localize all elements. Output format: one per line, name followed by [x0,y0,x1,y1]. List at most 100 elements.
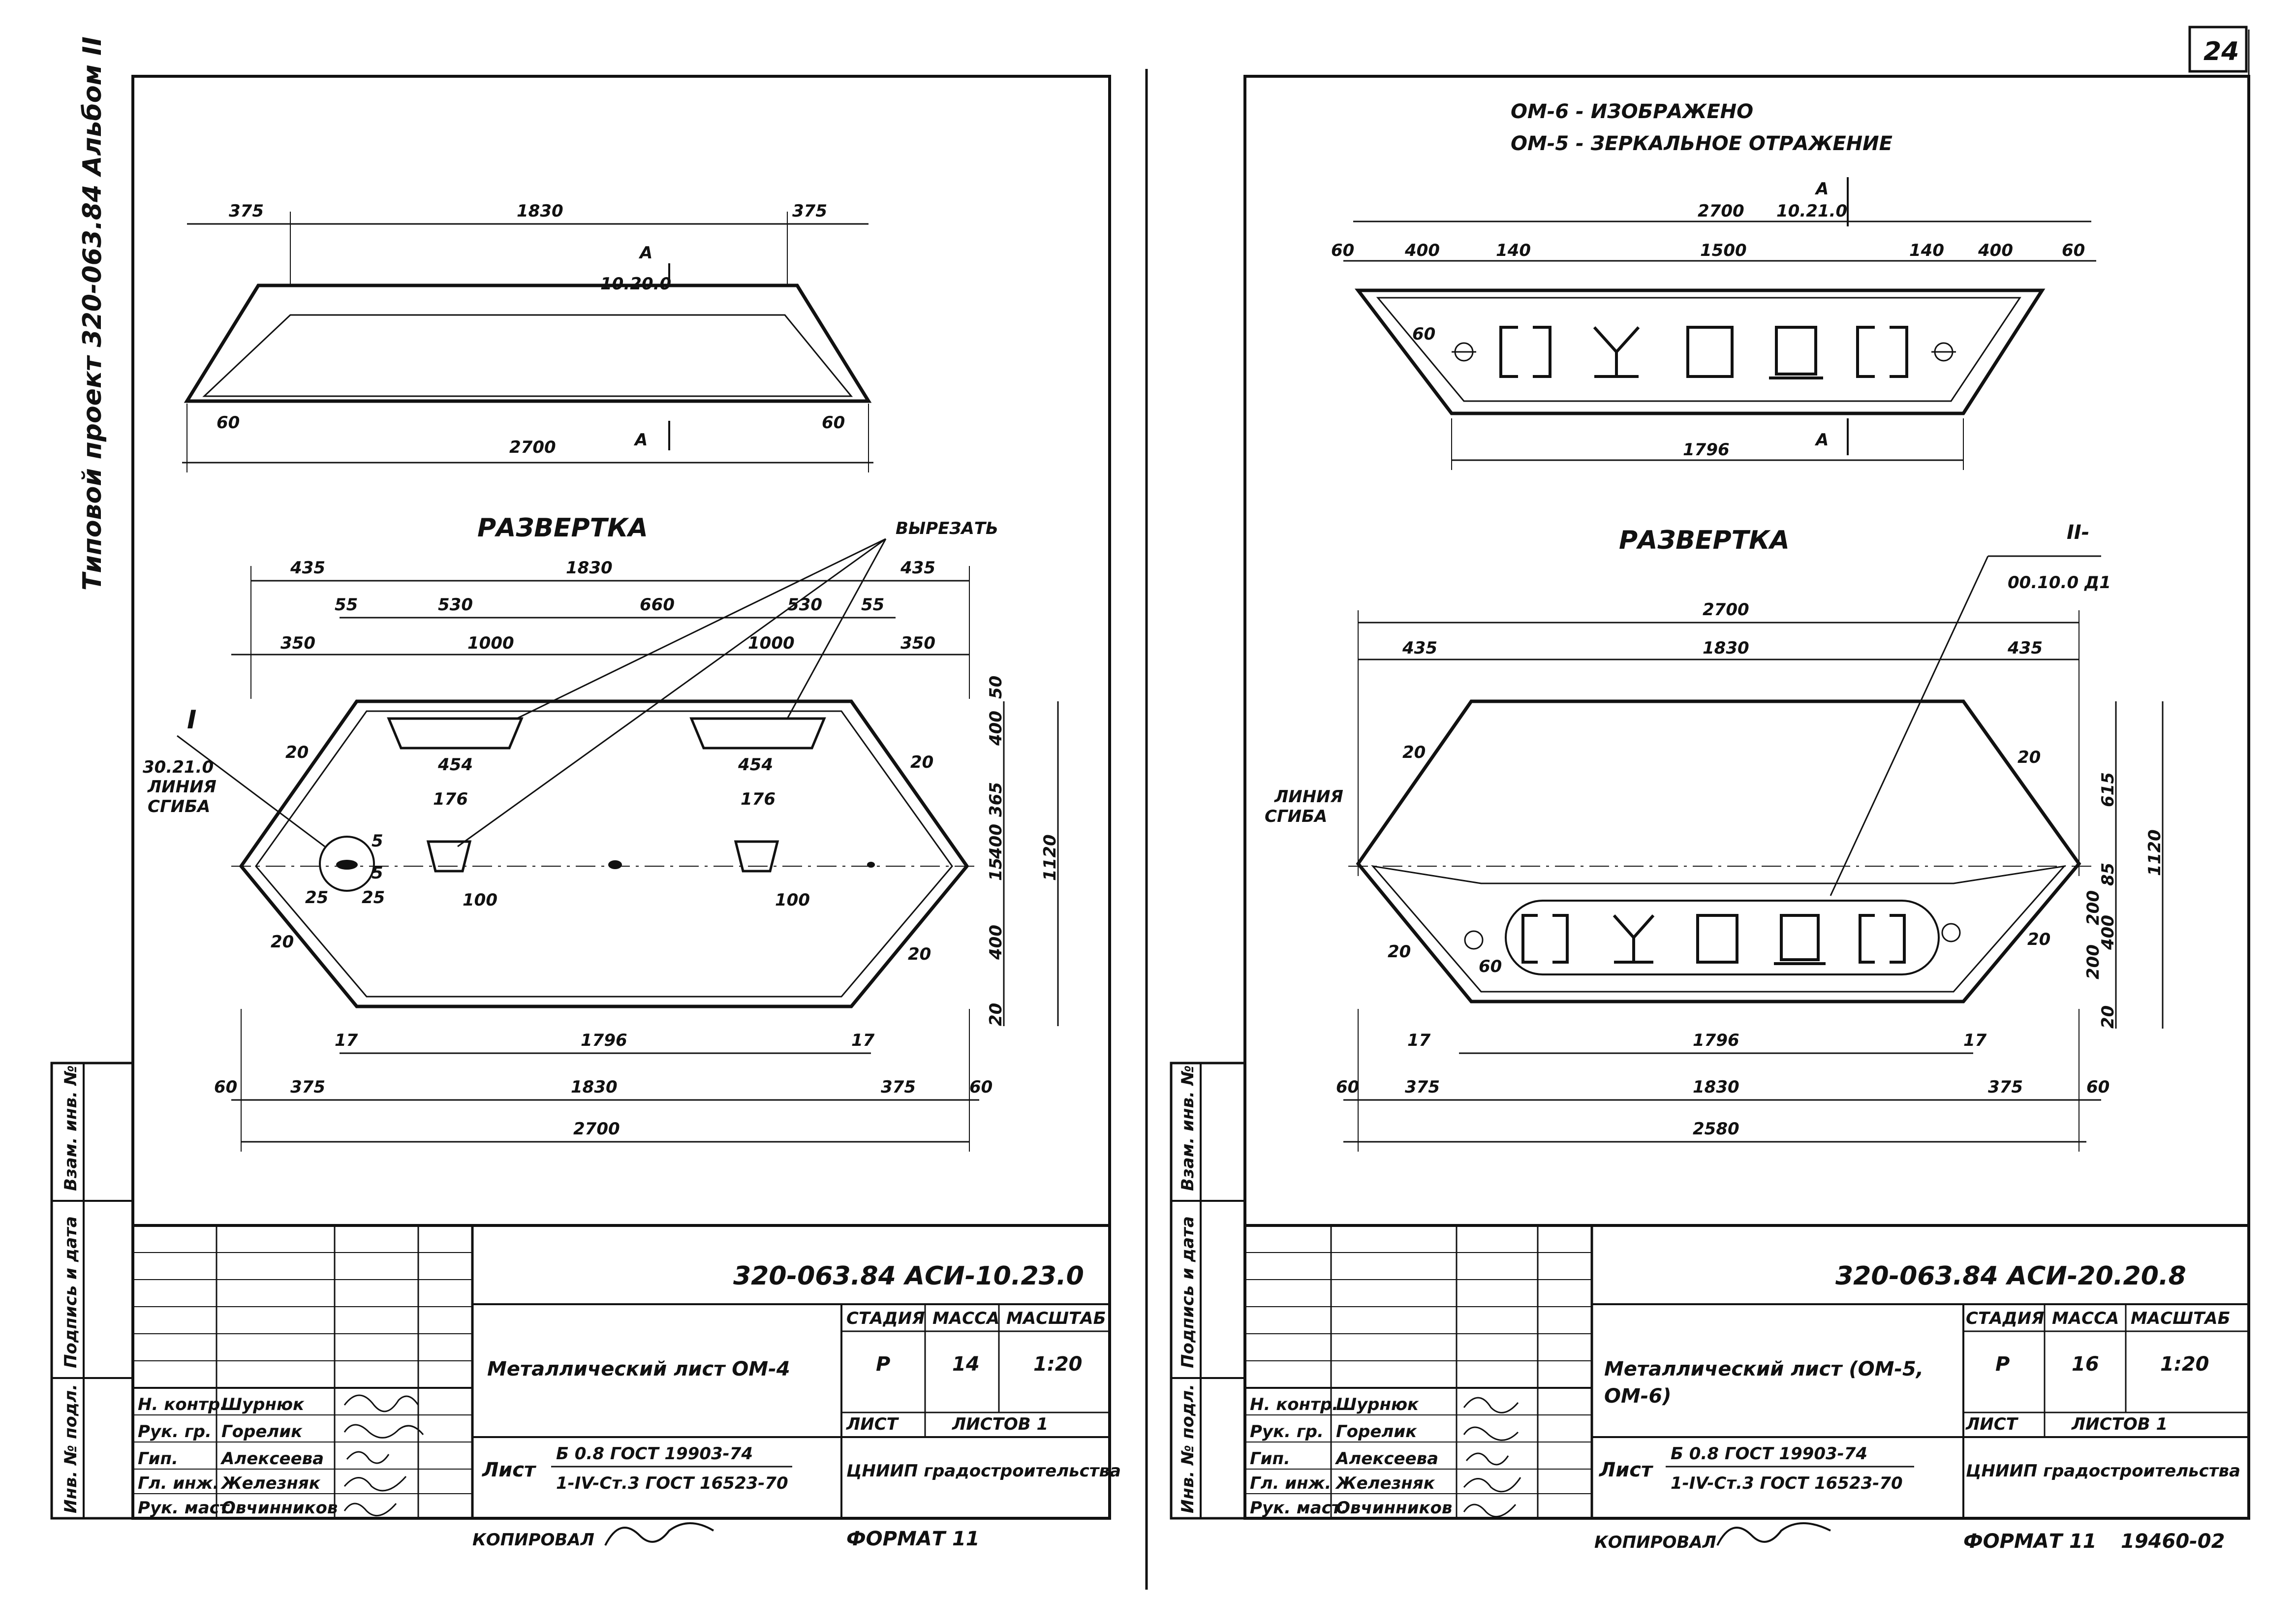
bottom-dim-overall: 2700 [509,438,556,457]
svg-text:Инв. № подл.: Инв. № подл. [61,1384,81,1513]
copier-signature [604,1522,714,1546]
svg-text:Алексеева: Алексеева [220,1449,324,1469]
svg-text:454: 454 [738,755,773,775]
svg-text:16: 16 [2072,1353,2099,1376]
svg-text:615: 615 [2098,772,2118,807]
svg-text:5: 5 [372,831,383,851]
svg-text:II-: II- [2067,521,2089,544]
svg-text:1500: 1500 [1700,241,1747,260]
svg-text:2700: 2700 [573,1119,620,1139]
svg-text:МАСШТАБ: МАСШТАБ [2131,1309,2231,1328]
signature [1463,1477,1521,1493]
svg-text:А: А [1814,430,1829,450]
svg-text:200: 200 [2083,944,2103,979]
svg-text:19460-02: 19460-02 [2121,1530,2225,1553]
svg-text:ФОРМАТ 11: ФОРМАТ 11 [1963,1530,2097,1553]
svg-text:Алексеева: Алексеева [1334,1449,1438,1469]
right-top-view: 2700 10.21.0 А 60 400 140 1500 140 400 6… [1331,177,2096,470]
svg-text:60: 60 [1331,241,1354,260]
left-sheet: Типовой проект 320-063.84 Альбом II 375 … [50,36,1121,1550]
svg-text:ЦНИИП градостроительства: ЦНИИП градостроительства [846,1461,1121,1481]
svg-text:15: 15 [986,858,1006,881]
svg-text:Рук. маст.: Рук. маст. [138,1498,235,1518]
signature [1465,1452,1509,1466]
svg-text:1120: 1120 [1040,834,1060,881]
svg-text:1830: 1830 [566,558,613,578]
svg-text:20: 20 [986,1003,1006,1026]
right-bottom-dims: 17 1796 17 60 375 1830 375 60 2580 [1336,1009,2110,1152]
svg-text:350: 350 [900,633,935,653]
bottom-dim-left: 60 [217,413,240,433]
svg-text:Рук. гр.: Рук. гр. [1250,1422,1324,1442]
svg-text:435: 435 [290,558,325,578]
svg-text:435: 435 [2007,638,2043,658]
svg-text:60: 60 [214,1077,237,1097]
svg-text:5: 5 [372,863,383,883]
svg-text:1:20: 1:20 [2160,1353,2209,1376]
svg-text:А: А [1814,179,1829,199]
svg-text:ЛИСТОВ 1: ЛИСТОВ 1 [952,1414,1048,1434]
svg-text:176: 176 [433,789,468,809]
svg-text:ЛИНИЯ: ЛИНИЯ [1274,787,1343,807]
right-stamp-column: Взам. инв. № Подпись и дата Инв. № подл. [1170,1062,1246,1520]
svg-text:1830: 1830 [1703,638,1749,658]
svg-text:60: 60 [2086,1077,2110,1097]
left-bottom-dims: 17 1796 17 60 375 1830 375 60 2700 [214,1009,993,1152]
left-razvertka-dims: 435 1830 435 55 530 660 530 55 350 1000 … [231,558,970,699]
svg-text:55: 55 [861,595,884,615]
svg-text:400: 400 [2098,915,2118,950]
signature [343,1424,424,1439]
signature [346,1451,390,1464]
left-top-view: 375 1830 375 А 10.20.0 А 60 2700 60 [182,201,873,472]
svg-text:Шурнюк: Шурнюк [221,1395,305,1414]
svg-text:60: 60 [2062,241,2085,260]
left-flat-pattern: 454 454 176 176 100 100 25 25 5 5 I 30.2… [143,676,1060,1026]
svg-text:140: 140 [1909,241,1944,260]
svg-text:25: 25 [362,888,385,908]
svg-text:25: 25 [305,888,328,908]
svg-text:2700: 2700 [1698,201,1744,221]
svg-text:Овчинников: Овчинников [221,1498,338,1518]
svg-text:СТАДИЯ: СТАДИЯ [1966,1309,2044,1328]
right-razvertka-dims: 2700 435 1830 435 [1358,600,2079,876]
copier-signature [1716,1522,1831,1546]
svg-text:Железняк: Железняк [220,1474,321,1493]
svg-text:Шурнюк: Шурнюк [1336,1395,1419,1414]
section-mark-top: А [638,243,652,263]
svg-text:Гип.: Гип. [138,1449,178,1469]
bottom-dim-right: 60 [822,413,845,433]
left-stamp-column: Взам. инв. № Подпись и дата Инв. № подл. [50,1062,134,1520]
svg-text:Инв. № подл.: Инв. № подл. [1178,1384,1198,1513]
svg-text:Рук. гр.: Рук. гр. [138,1422,212,1442]
svg-text:Н. контр.: Н. контр. [138,1395,226,1414]
razvertka-title-right: РАЗВЕРТКА [1619,526,1790,555]
svg-text:60: 60 [1336,1077,1359,1097]
svg-text:20: 20 [2098,1005,2118,1029]
sheet-number-box [2188,26,2248,73]
top-dim-left: 375 [229,201,264,221]
svg-text:1830: 1830 [1693,1077,1739,1097]
svg-text:Рук. маст.: Рук. маст. [1250,1498,1347,1518]
svg-text:МАСШТАБ: МАСШТАБ [1006,1309,1106,1328]
svg-text:МАССА: МАССА [932,1309,999,1328]
signature [343,1503,397,1516]
svg-text:ОМ-6 - ИЗОБРАЖЕНО: ОМ-6 - ИЗОБРАЖЕНО [1511,100,1753,123]
svg-text:435: 435 [900,558,935,578]
svg-text:ЛИСТОВ 1: ЛИСТОВ 1 [2071,1414,2168,1434]
signature [343,1394,419,1412]
razvertka-title-left: РАЗВЕРТКА [477,513,648,543]
svg-text:55: 55 [335,595,358,615]
svg-text:СГИБА: СГИБА [1265,807,1327,826]
svg-text:СГИБА: СГИБА [148,797,210,816]
svg-text:400: 400 [986,925,1006,960]
svg-text:Железняк: Железняк [1335,1474,1435,1493]
project-side-note: Типовой проект 320-063.84 Альбом II [78,36,107,591]
svg-text:100: 100 [463,890,497,910]
svg-text:20: 20 [1388,942,1411,962]
svg-text:530: 530 [787,595,822,615]
svg-text:350: 350 [280,633,315,653]
svg-text:МАССА: МАССА [2052,1309,2119,1328]
svg-text:Лист: Лист [1599,1459,1654,1481]
svg-text:Овчинников: Овчинников [1336,1498,1452,1518]
